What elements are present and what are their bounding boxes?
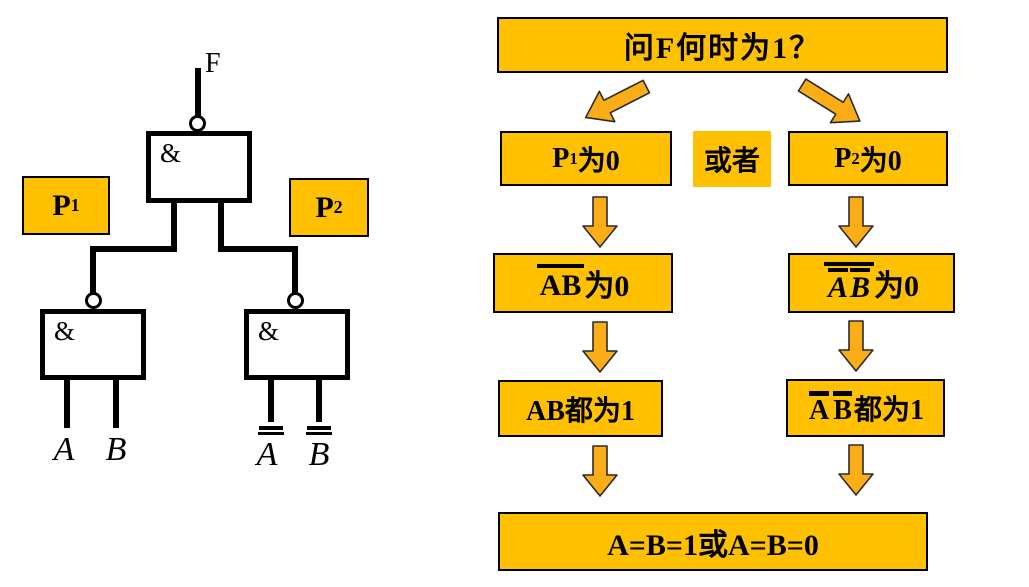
output-label-f: F bbox=[205, 48, 221, 79]
double-overline-a bbox=[259, 426, 283, 430]
gate-top-right-leg bbox=[218, 201, 224, 249]
double-overline-b bbox=[307, 426, 331, 430]
arrow-down-right-icon bbox=[797, 78, 861, 124]
flowchart-title-box: 问F何时为1？ bbox=[497, 17, 948, 73]
overline-ab: AB bbox=[536, 264, 585, 303]
overline-a: A bbox=[827, 268, 848, 304]
nand-gate-top: & bbox=[146, 131, 252, 203]
p1-label: P bbox=[52, 188, 71, 222]
ab-text: AB bbox=[539, 269, 582, 303]
overline-a: A bbox=[809, 390, 830, 425]
nand-gate-lower-left: & bbox=[40, 309, 146, 380]
wire-vertical-right bbox=[292, 246, 298, 294]
both-1-rest: 都为1 bbox=[853, 395, 924, 426]
wire-horizontal-right bbox=[218, 246, 298, 252]
flowchart-title: 问F何时为1？ bbox=[623, 32, 822, 65]
or-box: 或者 bbox=[693, 131, 771, 187]
ab-rest: 为0 bbox=[584, 270, 630, 303]
or-label: 或者 bbox=[703, 146, 760, 177]
and-symbol: & bbox=[54, 316, 76, 346]
p1-rest: 为0 bbox=[577, 145, 620, 177]
double-overline-a bbox=[258, 432, 284, 435]
p2-text: P bbox=[834, 142, 852, 174]
overline-b: B bbox=[850, 268, 871, 304]
input-leg-a bbox=[64, 378, 70, 428]
input-leg-b bbox=[113, 378, 119, 428]
p2-sub: 2 bbox=[851, 148, 860, 168]
input-leg-not-b bbox=[316, 378, 322, 422]
output-wire-f bbox=[195, 68, 201, 118]
p1-subscript: 1 bbox=[70, 195, 80, 215]
inverter-bubble-top bbox=[189, 115, 206, 132]
input-label-a: A bbox=[53, 431, 75, 468]
and-symbol: & bbox=[160, 138, 182, 168]
step-ab-both-1: AB都为1 bbox=[498, 380, 663, 437]
and-symbol: & bbox=[258, 316, 280, 346]
p2-rest: 为0 bbox=[859, 145, 902, 177]
nand-gate-lower-right: & bbox=[244, 309, 350, 380]
wire-vertical-left bbox=[90, 246, 96, 294]
gate-top-left-leg bbox=[171, 201, 177, 249]
ab-both-1-text: AB都为1 bbox=[526, 395, 635, 427]
nand-rest: 为0 bbox=[874, 270, 920, 303]
input-label-b: B bbox=[105, 431, 127, 468]
arrow-down-icon bbox=[582, 321, 618, 373]
arrow-down-icon bbox=[582, 196, 618, 248]
conclusion-box: A=B=1或A=B=0 bbox=[498, 512, 928, 571]
arrow-down-icon bbox=[838, 444, 874, 496]
arrow-down-icon bbox=[838, 320, 874, 372]
p2-subscript: 2 bbox=[333, 197, 343, 217]
outer-overline: AB bbox=[823, 262, 875, 304]
input-leg-not-a bbox=[268, 378, 274, 422]
conclusion-text: A=B=1或A=B=0 bbox=[607, 528, 819, 562]
input-label-not-a: A bbox=[256, 436, 278, 473]
p1-text: P bbox=[552, 142, 570, 174]
arrow-down-left-icon bbox=[584, 79, 651, 123]
p2-label: P bbox=[315, 190, 334, 224]
wire-horizontal-left bbox=[90, 246, 177, 252]
logic-circuit-diagram: F & & A B & A B bbox=[0, 0, 480, 587]
inverter-bubble-right bbox=[287, 292, 304, 309]
arrow-down-icon bbox=[582, 445, 618, 497]
arrow-down-icon bbox=[838, 196, 874, 248]
input-label-not-b: B bbox=[308, 436, 330, 473]
double-overline-b bbox=[306, 432, 332, 435]
inverter-bubble-left bbox=[85, 292, 102, 309]
overline-b: B bbox=[833, 390, 852, 425]
p1-sub: 1 bbox=[569, 148, 578, 168]
